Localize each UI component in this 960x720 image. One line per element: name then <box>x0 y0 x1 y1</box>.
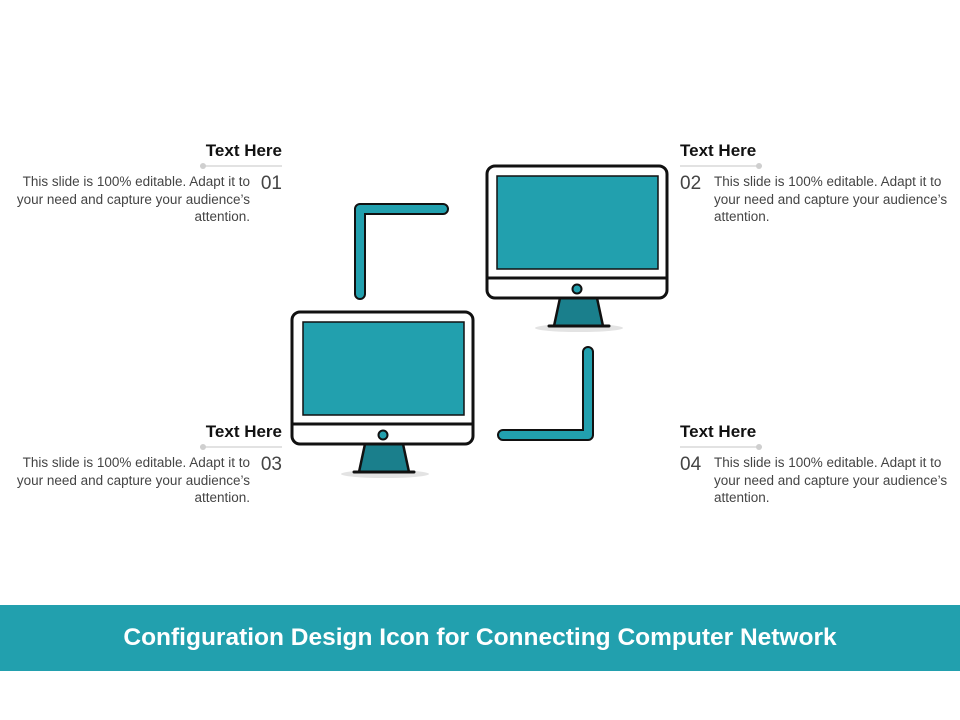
block-description: This slide is 100% editable. Adapt it to… <box>16 174 250 224</box>
block-number: 03 <box>260 454 282 475</box>
divider <box>680 163 762 169</box>
block-heading: Text Here <box>680 422 757 441</box>
divider <box>200 444 282 450</box>
slide-title: Configuration Design Icon for Connecting… <box>123 624 837 651</box>
monitor-icon <box>290 310 475 478</box>
divider <box>680 444 762 450</box>
block-heading: Text Here <box>205 422 282 441</box>
divider <box>200 163 282 169</box>
block-description: This slide is 100% editable. Adapt it to… <box>714 455 948 505</box>
connector-bracket-icon <box>354 203 449 300</box>
text-block-01: Text Here 01 This slide is 100% editable… <box>17 141 282 231</box>
block-description: This slide is 100% editable. Adapt it to… <box>16 455 250 505</box>
block-description: This slide is 100% editable. Adapt it to… <box>714 174 948 224</box>
text-block-02: Text Here 02 This slide is 100% editable… <box>680 141 950 231</box>
text-block-03: Text Here 03 This slide is 100% editable… <box>17 422 282 512</box>
block-heading: Text Here <box>205 141 282 160</box>
block-number: 02 <box>680 173 702 194</box>
block-heading: Text Here <box>680 141 757 160</box>
title-banner: Configuration Design Icon for Connecting… <box>0 605 960 671</box>
block-number: 04 <box>680 454 702 475</box>
block-number: 01 <box>260 173 282 194</box>
text-block-04: Text Here 04 This slide is 100% editable… <box>680 422 950 512</box>
connector-bracket-icon <box>497 346 594 441</box>
monitor-icon <box>485 164 669 332</box>
